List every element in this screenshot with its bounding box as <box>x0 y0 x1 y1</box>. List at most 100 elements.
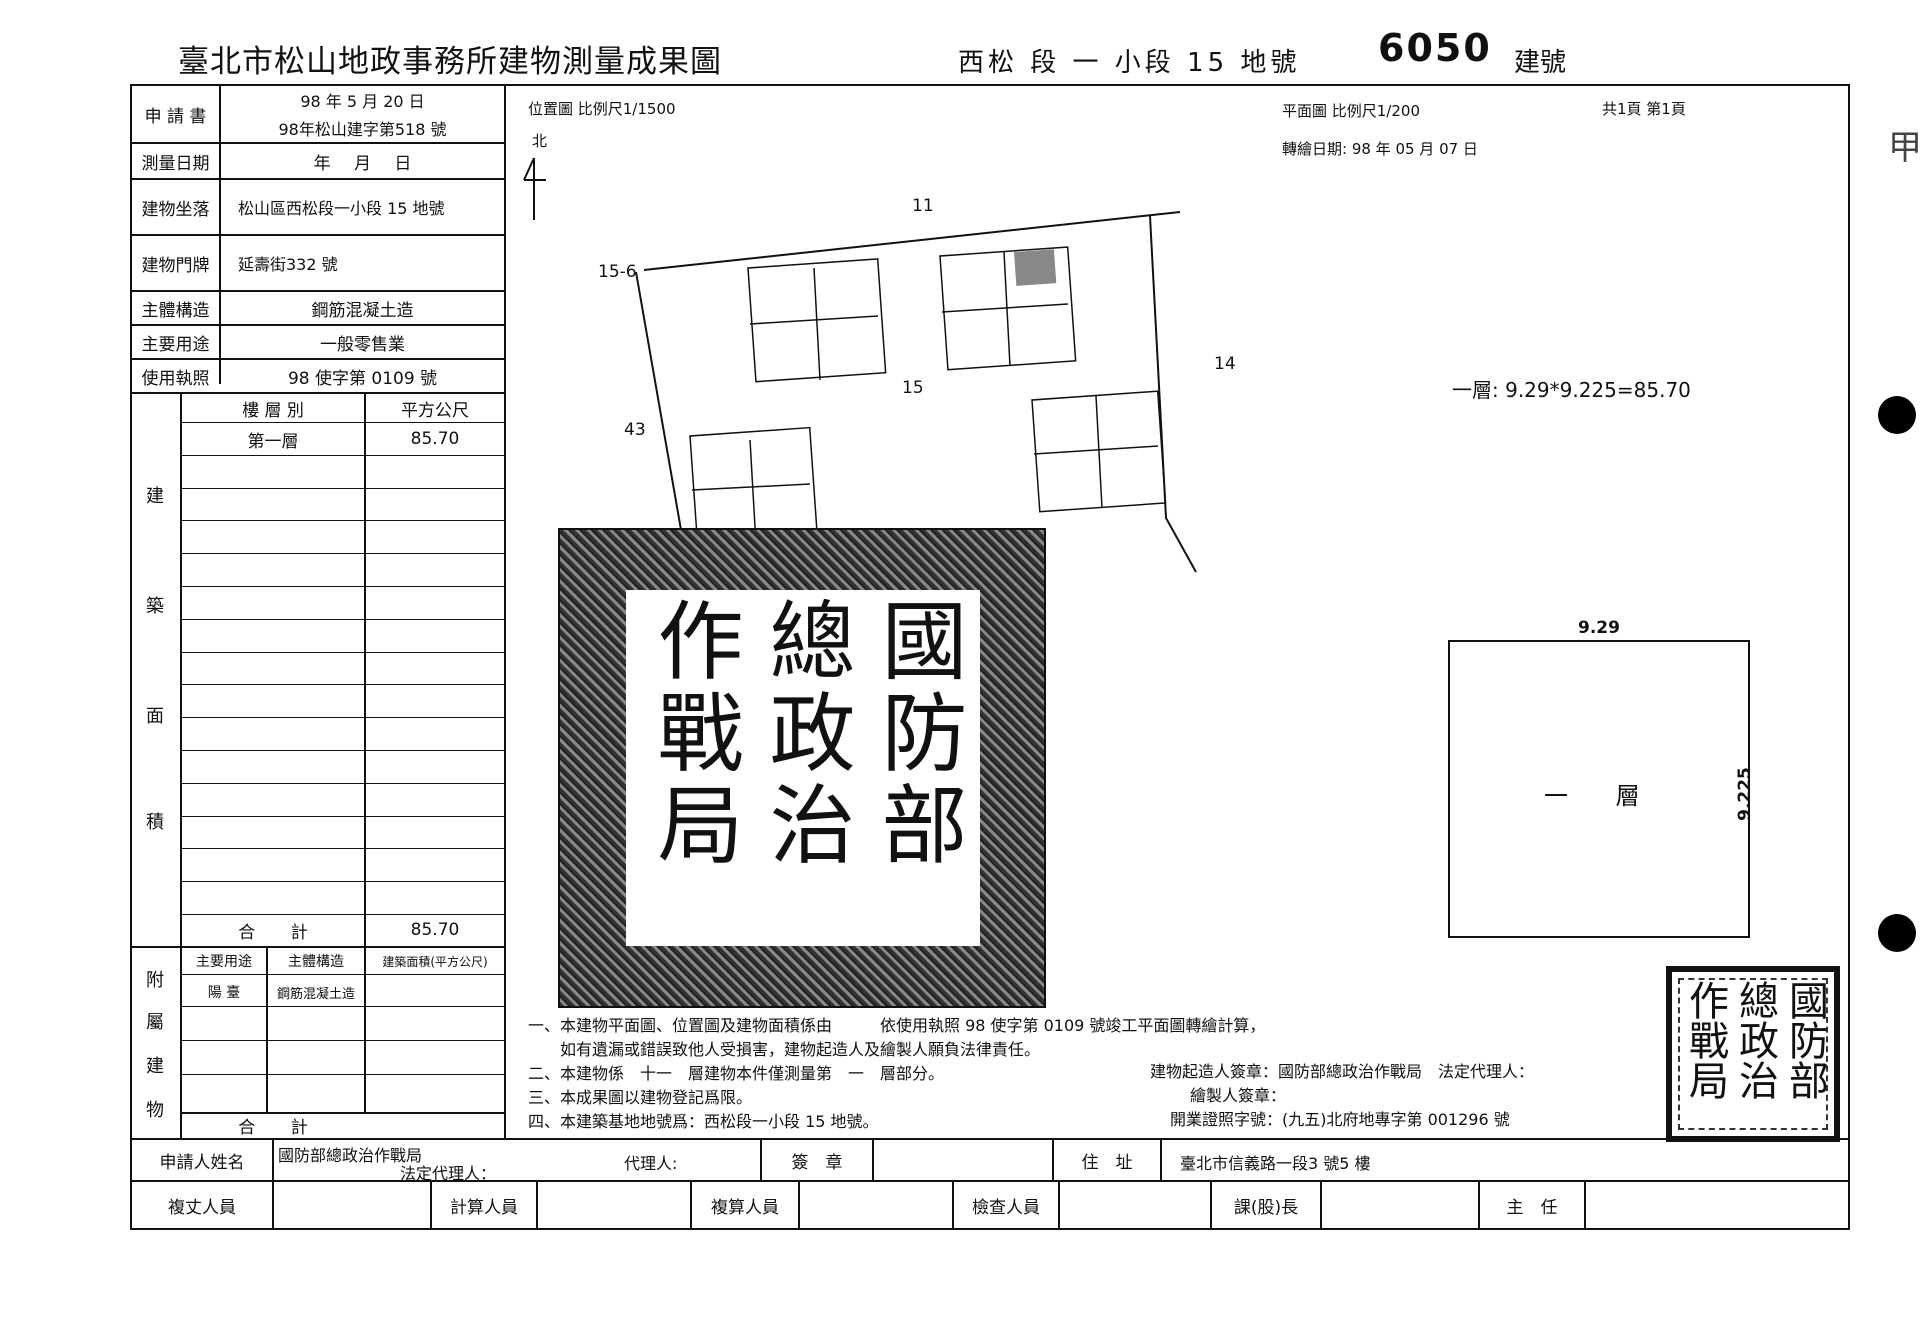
staff-3: 複算人員 <box>711 1197 779 1218</box>
area-grid-line <box>180 750 506 751</box>
attached-vlabel-3: 建 <box>146 1056 164 1077</box>
official-seal-large <box>558 528 1046 1008</box>
building-number-suffix: 建號 <box>1514 48 1567 78</box>
attached-grid-line <box>180 1074 506 1075</box>
location-label: 建物坐落 <box>141 199 210 220</box>
parcel-43: 43 <box>624 420 646 440</box>
attached-vlabel-4: 物 <box>146 1100 164 1121</box>
floor-plan-rect <box>1448 640 1750 938</box>
note-1-cont: 如有遺漏或錯誤致他人受損害，建物起造人及繪製人願負法律責任。 <box>528 1040 1041 1059</box>
side-mark: 甲 <box>1888 128 1920 168</box>
application-date: 98 年 5 月 20 日 <box>300 92 425 111</box>
area-total-label: 合 計 <box>238 922 308 943</box>
area-grid-line <box>180 881 506 882</box>
area-col-header: 平方公尺 <box>401 400 469 421</box>
survey-date-label: 測量日期 <box>141 153 210 174</box>
area-total-value: 85.70 <box>410 920 460 940</box>
application-number: 98年松山建字第518 號 <box>278 120 447 139</box>
legal-rep: 法定代理人： <box>400 1164 497 1183</box>
area-grid-line <box>180 488 506 489</box>
floor-row-1-area: 85.70 <box>410 429 460 449</box>
note-2: 二、本建物係 十一 層建物本件僅測量第 一 層部分。 <box>528 1064 945 1083</box>
area-grid-line <box>180 520 506 521</box>
attached-vlabel-2: 屬 <box>146 1012 164 1033</box>
building-number: 6050 <box>1378 26 1492 70</box>
door-plate-value: 延壽街332 號 <box>238 255 338 274</box>
address-label: 住 址 <box>1081 1152 1133 1173</box>
attached-row-1-area <box>366 978 504 1006</box>
seal-inner <box>626 590 980 946</box>
attached-use-header: 主要用途 <box>196 954 252 970</box>
attached-structure-header: 主體構造 <box>288 954 344 970</box>
area-grid-line <box>180 455 506 456</box>
main-use-label: 主要用途 <box>141 334 210 355</box>
attached-area-header: 建築面積(平方公尺) <box>382 954 488 969</box>
survey-date-value: 年 月 日 <box>313 153 412 174</box>
attached-row-1-structure: 鋼筋混凝土造 <box>276 986 355 1002</box>
seal-text-small: 國防部總政治作戰局 <box>1682 980 1828 1100</box>
area-grid-line <box>180 914 506 915</box>
attached-grid-line <box>180 1040 506 1041</box>
attached-row-1-use: 陽 臺 <box>207 985 241 1001</box>
note-1: 一、本建物平面圖、位置圖及建物面積係由 依使用執照 98 使字第 0109 號竣… <box>528 1016 1266 1035</box>
area-grid-line <box>180 619 506 620</box>
staff-2: 計算人員 <box>450 1197 518 1218</box>
punch-hole-top <box>1878 396 1916 434</box>
use-permit-label: 使用執照 <box>141 368 210 389</box>
area-grid-line <box>180 422 506 423</box>
staff-5: 課(股)長 <box>1233 1197 1299 1218</box>
parcel-14: 14 <box>1214 354 1236 374</box>
note-3: 三、本成果圖以建物登記爲限。 <box>528 1088 753 1107</box>
location-map-label: 位置圖 比例尺1/1500 <box>528 100 676 118</box>
drawer-signature: 繪製人簽章： <box>1190 1086 1287 1105</box>
office-title: 臺北市松山地政事務所建物測量成果圖 <box>178 44 722 80</box>
area-grid-line <box>180 553 506 554</box>
area-vlabel-1: 建 <box>146 486 164 507</box>
width-dimension: 9.29 <box>1578 618 1620 638</box>
floor-row-1-name: 第一層 <box>247 431 299 452</box>
floor-plan-label: 平面圖 比例尺1/200 <box>1282 102 1420 120</box>
door-plate-label: 建物門牌 <box>141 255 210 276</box>
builder-signature: 建物起造人簽章：國防部總政治作戰局 法定代理人： <box>1150 1062 1535 1081</box>
parcel-15-6: 15-6 <box>598 262 637 282</box>
main-structure-label: 主體構造 <box>141 300 210 321</box>
attached-grid-line <box>180 1006 506 1007</box>
area-grid-line <box>180 586 506 587</box>
seal-text-large: 國防部總政治作戰局 <box>642 596 966 872</box>
height-dimension: 9.225 <box>1734 767 1755 821</box>
area-grid-line <box>180 816 506 817</box>
attached-vlabel-1: 附 <box>146 970 164 991</box>
note-4: 四、本建築基地地號爲：西松段一小段 15 地號。 <box>528 1112 879 1131</box>
use-permit-value: 98 使字第 0109 號 <box>287 368 438 389</box>
attached-grid-line <box>180 974 506 975</box>
agent-label: 代理人: <box>624 1154 678 1173</box>
main-use-value: 一般零售業 <box>320 334 405 355</box>
applicant-name: 國防部總政治作戰局 <box>278 1146 423 1165</box>
area-calc: 一層: 9.29*9.225=85.70 <box>1452 378 1691 402</box>
north-label: 北 <box>532 132 548 150</box>
main-structure-value: 鋼筋混凝土造 <box>311 300 414 321</box>
area-grid-line <box>180 848 506 849</box>
page-count: 共1頁 第1頁 <box>1602 100 1686 118</box>
attached-total-label: 合 計 <box>238 1117 308 1138</box>
section-text: 西松 段 一 小段 15 地號 <box>958 48 1301 78</box>
parcel-11: 11 <box>912 196 934 216</box>
floor-name: 一 層 <box>1544 782 1640 810</box>
parcel-15: 15 <box>902 378 924 398</box>
area-grid-line <box>180 652 506 653</box>
application-label: 申 請 書 <box>144 106 207 127</box>
converted-date: 轉繪日期: 98 年 05 月 07 日 <box>1282 140 1478 158</box>
area-grid-line <box>180 783 506 784</box>
staff-1: 複丈人員 <box>168 1197 236 1218</box>
area-vlabel-2: 築 <box>146 596 164 617</box>
staff-4: 檢查人員 <box>972 1197 1040 1218</box>
punch-hole-bottom <box>1878 914 1916 952</box>
floor-col-header: 樓 層 別 <box>242 400 304 421</box>
area-grid-line <box>180 717 506 718</box>
seal-label: 簽 章 <box>791 1152 843 1173</box>
area-grid-line <box>180 684 506 685</box>
area-vlabel-4: 積 <box>146 812 164 833</box>
location-value: 松山區西松段一小段 15 地號 <box>238 199 445 218</box>
license-number: 開業證照字號：(九五)北府地專字第 001296 號 <box>1170 1110 1510 1129</box>
area-vlabel-3: 面 <box>146 706 164 727</box>
